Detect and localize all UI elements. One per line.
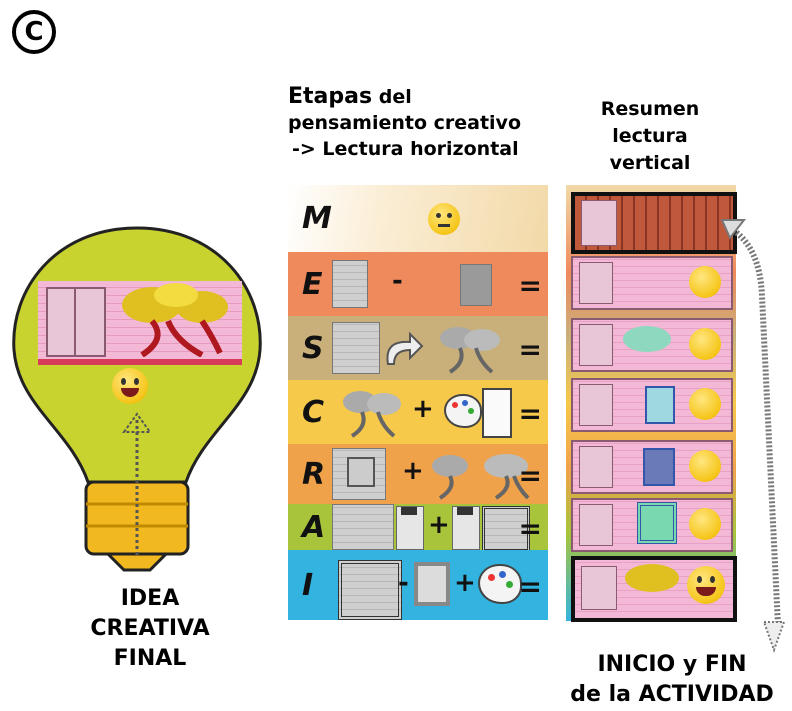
- door-tile-icon: [332, 322, 380, 374]
- loop-arrow-icon: [720, 219, 786, 653]
- empty-frame-icon: [414, 562, 450, 606]
- summary-thumb-s: [571, 318, 733, 372]
- thinking-face-icon: [689, 388, 721, 420]
- caption-line-1: IDEA: [120, 586, 180, 611]
- thinking-face-icon: [689, 328, 721, 360]
- equals-sign: =: [518, 397, 542, 431]
- summary-heading-line-3: vertical: [609, 152, 691, 174]
- equals-sign: =: [518, 570, 542, 604]
- door-icon: [46, 287, 106, 357]
- stage-row-e: E - =: [288, 252, 548, 316]
- ornate-frame-icon: [482, 506, 530, 552]
- happy-face-icon: [687, 566, 725, 604]
- summary-heading: Resumen lectura vertical: [572, 96, 728, 177]
- thinking-face-icon: [689, 508, 721, 540]
- caption-line-2: CREATIVA: [90, 616, 210, 641]
- stage-letter: R: [302, 456, 326, 492]
- summary-heading-line-2: lectura: [612, 125, 688, 147]
- operator: -: [398, 568, 409, 598]
- paint-palette-icon: [478, 564, 522, 604]
- summary-heading-line-1: Resumen: [600, 98, 700, 120]
- curved-arrow-icon: [386, 331, 424, 365]
- stage-letter: A: [302, 509, 326, 545]
- tree-pair-icon: [432, 454, 530, 500]
- stage-row-m: M: [288, 185, 548, 252]
- bonsai-tree-icon: [122, 283, 228, 357]
- summary-thumb-e: [571, 256, 733, 310]
- stages-heading-bold: Etapas: [288, 84, 373, 109]
- stage-letter: E: [302, 266, 323, 302]
- door-tile-icon: [332, 260, 368, 308]
- equals-sign: =: [518, 269, 542, 303]
- stage-letter: S: [302, 330, 324, 366]
- stages-heading-rest: del: [378, 86, 412, 108]
- stages-heading-line2: pensamiento creativo: [288, 112, 521, 134]
- activity-footer: INICIO y FIN de la ACTIVIDAD: [552, 650, 792, 710]
- door-closed-icon: [460, 264, 492, 306]
- operator: +: [412, 394, 434, 424]
- operator: +: [428, 510, 450, 540]
- tree-icon: [440, 327, 500, 374]
- stage-letter: M: [302, 201, 332, 236]
- stage-row-r: R + =: [288, 444, 548, 504]
- activity-footer-line-1: INICIO y FIN: [597, 652, 747, 677]
- equals-sign: =: [518, 459, 542, 493]
- easel-icon: [482, 388, 512, 438]
- operator: -: [392, 266, 403, 296]
- operator: +: [402, 456, 424, 486]
- equals-sign: =: [518, 333, 542, 367]
- stage-row-s: S =: [288, 316, 548, 380]
- summary-thumb-a: [571, 498, 733, 552]
- stages-heading: Etapas del pensamiento creativo -> Lectu…: [288, 84, 521, 162]
- stage-letter: I: [302, 567, 314, 603]
- panel-letter-badge: C: [12, 10, 56, 54]
- stage-letter: C: [302, 394, 325, 430]
- activity-footer-line-2: de la ACTIVIDAD: [570, 682, 774, 707]
- king-figure-icon: [396, 506, 424, 550]
- operator: +: [454, 568, 476, 598]
- bulb-scene: [38, 281, 242, 365]
- thinking-face-icon: [689, 266, 721, 298]
- summary-thumb-final: [571, 556, 737, 622]
- summary-thumb-start: [571, 192, 737, 254]
- framed-picture-tile-icon: [332, 448, 386, 500]
- thinking-face-icon: [428, 203, 460, 235]
- stage-row-i: I - + =: [288, 550, 548, 620]
- king-figure-icon: [452, 506, 480, 550]
- summary-thumb-r: [571, 440, 733, 494]
- summary-thumb-c: [571, 378, 733, 432]
- stage-row-c: C + =: [288, 380, 548, 444]
- thinking-face-icon: [689, 450, 721, 482]
- panel-letter: C: [24, 17, 44, 47]
- stages-heading-line3: -> Lectura horizontal: [292, 138, 519, 160]
- caption-line-3: FINAL: [113, 646, 187, 671]
- stage-row-a: A + =: [288, 504, 548, 552]
- happy-face-icon: [112, 368, 148, 404]
- framed-picture-tile-icon: [332, 504, 394, 550]
- paint-palette-icon: [444, 394, 482, 428]
- equals-sign: =: [518, 512, 542, 546]
- bulb-caption: IDEA CREATIVA FINAL: [90, 584, 210, 674]
- tree-icon: [343, 391, 401, 438]
- ornate-frame-icon: [338, 560, 402, 620]
